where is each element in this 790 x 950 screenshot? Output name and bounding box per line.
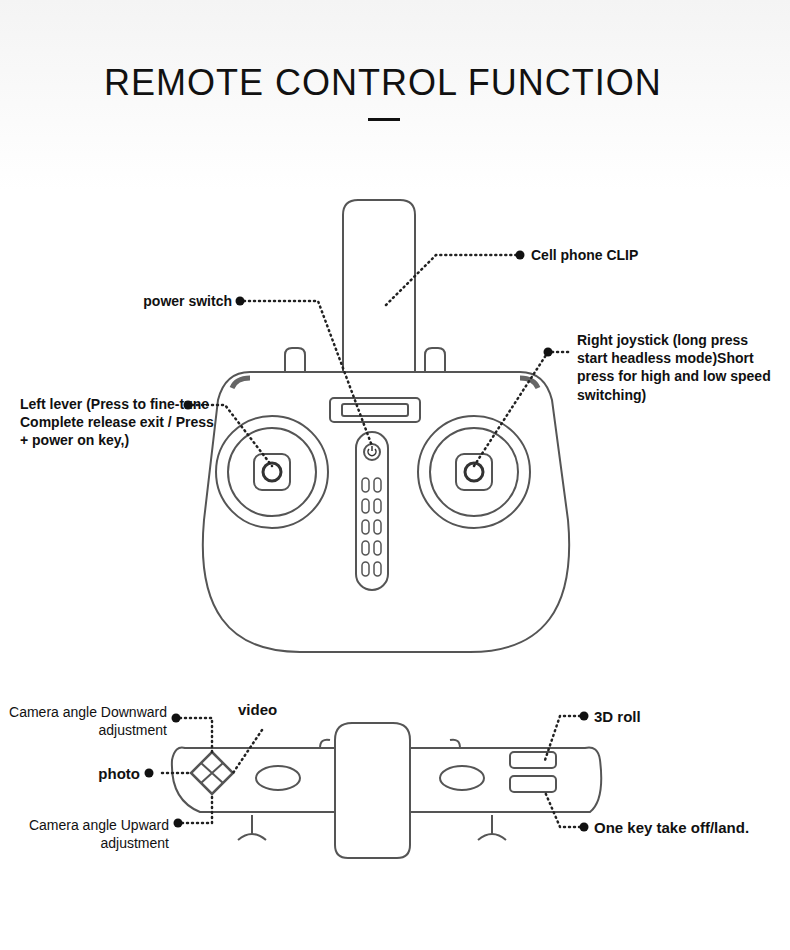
clip-front bbox=[335, 723, 410, 858]
callout-label: 3D roll bbox=[594, 707, 714, 727]
leader-cam-up bbox=[182, 794, 212, 823]
callout-label: Camera angle Downward adjustment bbox=[8, 703, 167, 739]
speaker-hole bbox=[362, 520, 369, 534]
leader-clip bbox=[386, 255, 516, 305]
leader-right-stick bbox=[474, 352, 572, 466]
callout-label: One key take off/land. bbox=[594, 818, 784, 838]
phone-clip bbox=[343, 200, 415, 380]
speaker-hole bbox=[362, 541, 369, 555]
left-stick-base bbox=[216, 416, 328, 528]
dpad-cross bbox=[201, 763, 223, 783]
callout-label: video bbox=[238, 700, 298, 720]
left-stick bbox=[254, 454, 290, 490]
speaker-hole bbox=[374, 541, 381, 555]
page-title: REMOTE CONTROL FUNCTION bbox=[104, 62, 662, 104]
remote-front-view bbox=[172, 723, 601, 858]
callout-label: Camera angle Upward adjustment bbox=[8, 816, 169, 852]
dpad bbox=[191, 752, 233, 794]
leader-takeoff bbox=[545, 792, 580, 827]
callout-label: photo bbox=[60, 764, 140, 784]
callout-label: Cell phone CLIP bbox=[531, 246, 731, 264]
speaker-hole bbox=[362, 478, 369, 492]
left-stick-ring bbox=[228, 428, 316, 516]
speaker-hole bbox=[374, 499, 381, 513]
speaker-holes bbox=[362, 478, 381, 576]
right-stick bbox=[456, 454, 492, 490]
leader-video bbox=[233, 730, 262, 773]
speaker-hole bbox=[362, 499, 369, 513]
callout-label: Left lever (Press to fine-tune Complete … bbox=[20, 395, 220, 450]
remote-top-view bbox=[203, 200, 569, 652]
right-stick-ring bbox=[430, 428, 518, 516]
leader-photo bbox=[162, 772, 190, 775]
display bbox=[330, 398, 420, 422]
right-grip bbox=[440, 766, 484, 790]
power-button bbox=[364, 444, 380, 460]
left-bumper bbox=[232, 378, 250, 388]
left-grip bbox=[256, 766, 300, 790]
title-dash bbox=[368, 118, 400, 121]
leader-cam-down bbox=[180, 718, 212, 752]
leader-dots bbox=[145, 251, 589, 832]
roll-button bbox=[510, 752, 556, 768]
center-strip bbox=[356, 432, 388, 590]
speaker-hole bbox=[362, 562, 369, 576]
remote-body bbox=[203, 372, 569, 652]
leader-left-lever bbox=[192, 405, 272, 466]
speaker-hole bbox=[374, 562, 381, 576]
leader-lines bbox=[162, 255, 580, 827]
speaker-hole bbox=[374, 520, 381, 534]
speaker-hole bbox=[374, 478, 381, 492]
display-inner bbox=[342, 404, 408, 416]
right-stick-base bbox=[418, 416, 530, 528]
callout-label: power switch bbox=[128, 292, 232, 310]
power-symbol bbox=[368, 446, 376, 456]
leader-roll bbox=[545, 716, 580, 760]
leader-power bbox=[244, 301, 372, 446]
callout-label: Right joystick (long press start headles… bbox=[577, 331, 782, 404]
takeoff-button bbox=[510, 776, 556, 792]
